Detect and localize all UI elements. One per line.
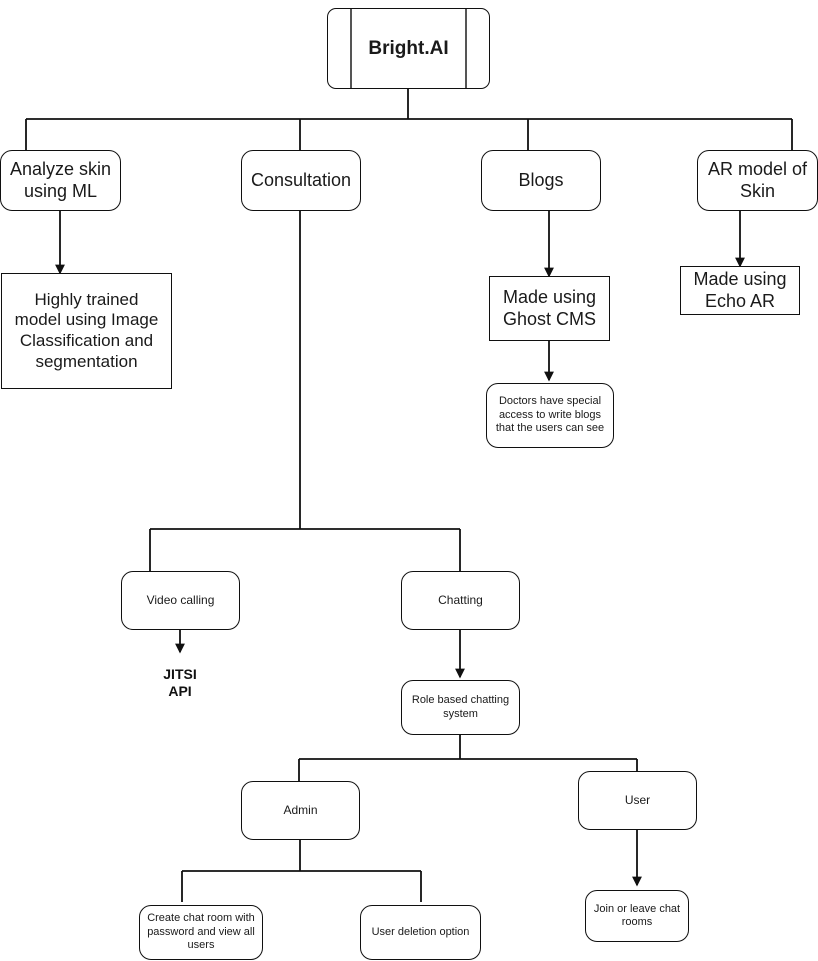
node-join-or-leave-chat-rooms[interactable]: Join or leave chat rooms [585,890,689,942]
node-ar-model-of-skin[interactable]: AR model of Skin [697,150,818,211]
node-create-chat-room-label: Create chat room with password and view … [147,912,255,952]
node-root-label: Bright.AI [368,37,449,59]
node-blogs-label: Blogs [518,169,564,190]
node-user-deletion-option-label: User deletion option [371,925,470,938]
node-highly-trained-model[interactable]: Highly trained model using Image Classif… [1,273,172,389]
node-chatting-label: Chatting [438,593,483,608]
node-admin[interactable]: Admin [241,781,360,840]
node-role-based-chatting-system[interactable]: Role based chatting system [401,680,520,735]
node-video-calling[interactable]: Video calling [121,571,240,630]
node-user-label: User [624,793,651,808]
node-admin-label: Admin [283,803,318,818]
node-made-using-ghost-cms-label: Made using Ghost CMS [502,286,597,329]
node-made-using-ghost-cms[interactable]: Made using Ghost CMS [489,276,610,341]
node-chatting[interactable]: Chatting [401,571,520,630]
node-consultation[interactable]: Consultation [241,150,361,211]
node-made-using-echo-ar[interactable]: Made using Echo AR [680,266,800,315]
root-left-rule [350,9,352,88]
node-role-based-chatting-system-label: Role based chatting system [411,694,510,720]
node-blogs[interactable]: Blogs [481,150,601,211]
node-doctors-access-label: Doctors have special access to write blo… [495,395,605,435]
node-made-using-echo-ar-label: Made using Echo AR [693,268,787,311]
node-user[interactable]: User [578,771,697,830]
node-analyze-skin-label: Analyze skin using ML [9,158,112,201]
node-doctors-access[interactable]: Doctors have special access to write blo… [486,383,614,448]
root-right-rule [465,9,467,88]
node-user-deletion-option[interactable]: User deletion option [360,905,481,960]
node-analyze-skin[interactable]: Analyze skin using ML [0,150,121,211]
node-jitsi-api: JITSI API [130,648,230,701]
node-root-brightai[interactable]: Bright.AI [327,8,490,89]
node-join-or-leave-chat-rooms-label: Join or leave chat rooms [593,902,681,928]
node-create-chat-room[interactable]: Create chat room with password and view … [139,905,263,960]
node-jitsi-api-label: JITSI API [163,665,197,700]
node-video-calling-label: Video calling [146,593,215,608]
node-consultation-label: Consultation [250,169,352,190]
node-ar-model-of-skin-label: AR model of Skin [707,158,808,201]
node-highly-trained-model-label: Highly trained model using Image Classif… [14,289,159,371]
